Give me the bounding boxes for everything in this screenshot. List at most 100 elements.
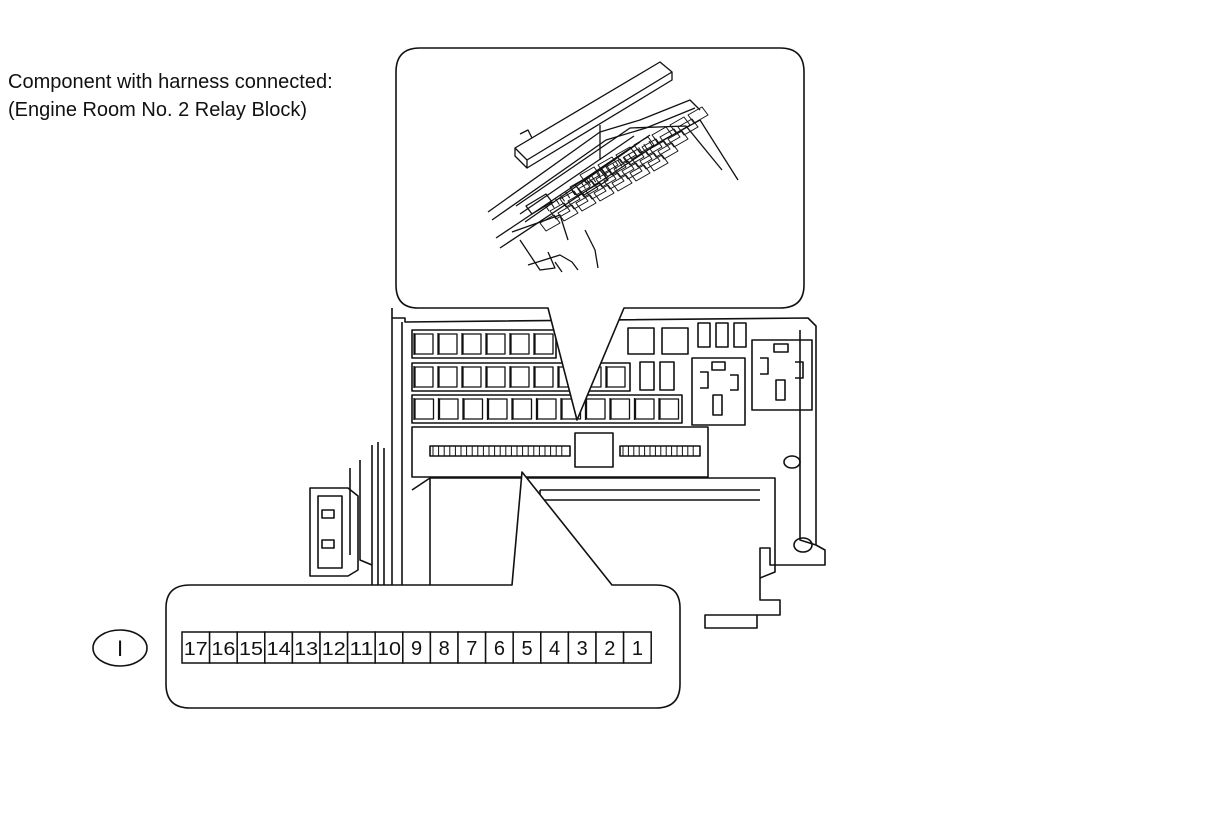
pin-cell — [374, 631, 404, 664]
detail-fuse-slot — [575, 194, 597, 212]
detail-terminal — [591, 175, 597, 183]
top-callout — [395, 47, 805, 421]
pin-number: 8 — [439, 638, 450, 660]
detail-fuse-slot — [567, 192, 589, 210]
detail-fuse-slot — [603, 172, 625, 190]
pin-number: 6 — [494, 638, 505, 660]
caption-subtitle: (Engine Room No. 2 Relay Block) — [8, 99, 308, 121]
detail-fuse-slot — [631, 150, 653, 168]
fuse-cell — [414, 333, 434, 355]
detail-fuse-slot — [579, 166, 601, 184]
detail-terminal — [648, 140, 654, 148]
pin-cell — [622, 631, 652, 664]
connector-pin: 3 — [567, 631, 597, 664]
detail-fuse-slot — [623, 148, 645, 166]
connector-pin: 14 — [264, 631, 294, 664]
connector-pin: 2 — [595, 631, 625, 664]
connector-pin: 8 — [429, 631, 459, 664]
detail-fuse-slot — [633, 136, 655, 154]
detail-terminal — [565, 191, 571, 199]
connector-pin: 12 — [319, 631, 349, 664]
detail-terminal — [612, 163, 618, 170]
detail-terminal — [638, 147, 644, 154]
connector-code-badge: I — [92, 629, 148, 667]
connector-pin: 13 — [291, 631, 321, 664]
relay-block-body — [391, 308, 826, 629]
detail-terminal — [554, 198, 560, 205]
detail-fuse-slot — [647, 154, 669, 172]
fuse-cell — [634, 398, 655, 420]
detail-fuse-slot — [667, 130, 689, 148]
fuse-row-1 — [411, 329, 557, 359]
pin-number: 13 — [294, 639, 318, 659]
pin-cell — [484, 631, 514, 664]
detail-terminal — [544, 204, 550, 212]
detail-fuse-slot — [587, 168, 609, 186]
connector-pin: 17 — [181, 631, 211, 664]
pin-number: 5 — [521, 638, 532, 660]
pin-cell — [291, 631, 321, 664]
connector-pin: 5 — [512, 631, 542, 664]
fuse-cell — [414, 366, 434, 388]
detail-fuse-slot — [641, 138, 663, 156]
detail-terminal — [627, 153, 633, 161]
fuse-cell — [486, 366, 506, 388]
fuse-cell — [462, 333, 482, 355]
detail-terminal — [580, 182, 586, 189]
detail-fuse-slot — [605, 158, 627, 176]
detail-terminal — [617, 159, 623, 167]
fuse-cell — [510, 366, 530, 388]
pin-cell — [595, 631, 625, 664]
fuse-cell — [462, 366, 482, 388]
pin-number: 10 — [377, 639, 401, 659]
detail-terminal — [560, 195, 566, 202]
connector-code-label: I — [117, 636, 123, 661]
pin-number: 11 — [349, 639, 373, 659]
detail-terminal — [632, 150, 638, 157]
fuse-cell — [610, 398, 631, 420]
fuse-cell — [487, 398, 508, 420]
fuse-cell — [536, 398, 557, 420]
detail-fuse-slot — [539, 214, 561, 232]
fuse-row-3 — [411, 394, 683, 424]
detail-terminal — [575, 185, 581, 193]
connector-pin: 4 — [540, 631, 570, 664]
detail-fuse-slot — [557, 204, 579, 222]
detail-terminal — [596, 172, 602, 180]
connector-pin: 7 — [457, 631, 487, 664]
detail-fuse-slot — [629, 164, 651, 182]
fuse-row-2 — [411, 362, 631, 392]
detail-terminal — [606, 166, 612, 173]
fuse-cell — [659, 398, 680, 420]
pin-cell — [319, 631, 349, 664]
fuse-cell — [512, 398, 533, 420]
pin-number: 2 — [604, 638, 615, 660]
detail-terminal — [622, 156, 628, 164]
detail-fuse-slot — [577, 180, 599, 198]
pin-number: 3 — [577, 638, 588, 660]
fuse-cell — [438, 333, 458, 355]
caption-title: Component with harness connected: — [8, 71, 333, 93]
connector-pin: 15 — [236, 631, 266, 664]
detail-fuse-slot — [569, 178, 591, 196]
fuse-cell — [510, 333, 530, 355]
connector-strip — [411, 426, 709, 478]
side-bracket — [309, 442, 385, 585]
detail-terminal — [601, 169, 607, 177]
detail-fuse-slot — [639, 152, 661, 170]
detail-terminal — [643, 143, 649, 151]
connector-pin: 11 — [346, 631, 376, 664]
fuse-cell — [414, 398, 435, 420]
detail-fuse-slot — [549, 202, 571, 220]
fuse-cell — [606, 366, 626, 388]
fuse-cell — [534, 333, 554, 355]
detail-fuse-slot — [621, 162, 643, 180]
detail-terminal — [586, 179, 592, 186]
detail-fuse-slot — [677, 118, 699, 136]
detail-fuse-slot — [585, 182, 607, 200]
relay-socket-1 — [691, 357, 746, 426]
caption: Component with harness connected: (Engin… — [8, 68, 333, 124]
detail-terminal — [570, 188, 576, 196]
